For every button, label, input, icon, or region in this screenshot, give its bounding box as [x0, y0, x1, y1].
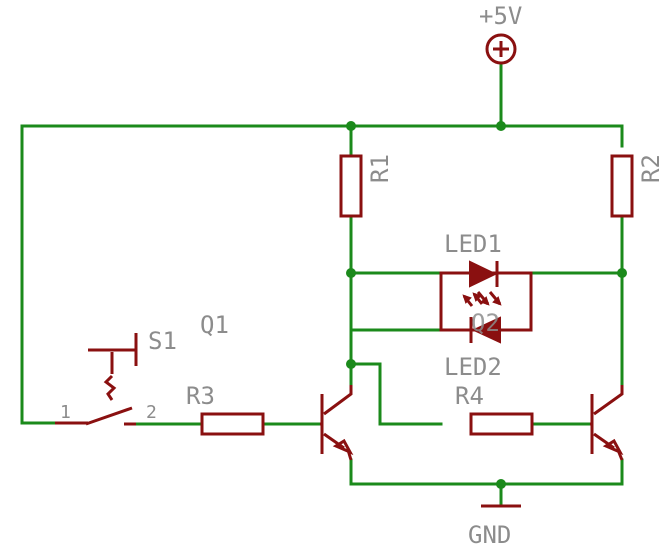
junction-dot [617, 268, 627, 278]
wire-ground-rail [349, 458, 624, 486]
junction-dot [496, 121, 506, 131]
resistor-r3: R3 [186, 382, 265, 436]
resistor-r4-label: R4 [455, 382, 484, 410]
led1: LED1 [444, 230, 502, 307]
supply-symbol: +5V [479, 2, 522, 65]
resistor-r2-label: R2 [637, 154, 665, 183]
wire-top-rail [20, 124, 624, 422]
led2-label: LED2 [444, 353, 502, 381]
ground-label: GND [468, 521, 511, 549]
ground-symbol: GND [468, 504, 521, 549]
switch-label: S1 [148, 327, 177, 355]
resistor-r3-label: R3 [186, 382, 215, 410]
led2: LED2 [444, 316, 502, 381]
transistor-q1: Q1 [200, 311, 354, 461]
resistor-r2: R2 [610, 154, 665, 218]
switch-pin2-label: 2 [146, 402, 157, 423]
switch-pin1-label: 1 [60, 402, 71, 423]
transistor-q2 [590, 385, 624, 461]
junction-dot [496, 479, 506, 489]
resistor-r1: R1 [339, 154, 394, 218]
resistor-r1-label: R1 [366, 154, 394, 183]
resistor-r4: R4 [455, 382, 534, 436]
led-pair: LED1 LED2 Q2 [439, 230, 533, 381]
q2-label: Q2 [471, 309, 500, 337]
junction-dot [346, 359, 356, 369]
junction-dot [346, 268, 356, 278]
q1-label: Q1 [200, 311, 229, 339]
wire-q1-collector-to-r4 [349, 362, 443, 426]
plus-icon [485, 33, 517, 65]
led1-label: LED1 [444, 230, 502, 258]
supply-label: +5V [479, 2, 522, 30]
junctions [346, 121, 627, 489]
switch-s1: S1 1 2 [55, 327, 177, 426]
junction-dot [346, 121, 356, 131]
